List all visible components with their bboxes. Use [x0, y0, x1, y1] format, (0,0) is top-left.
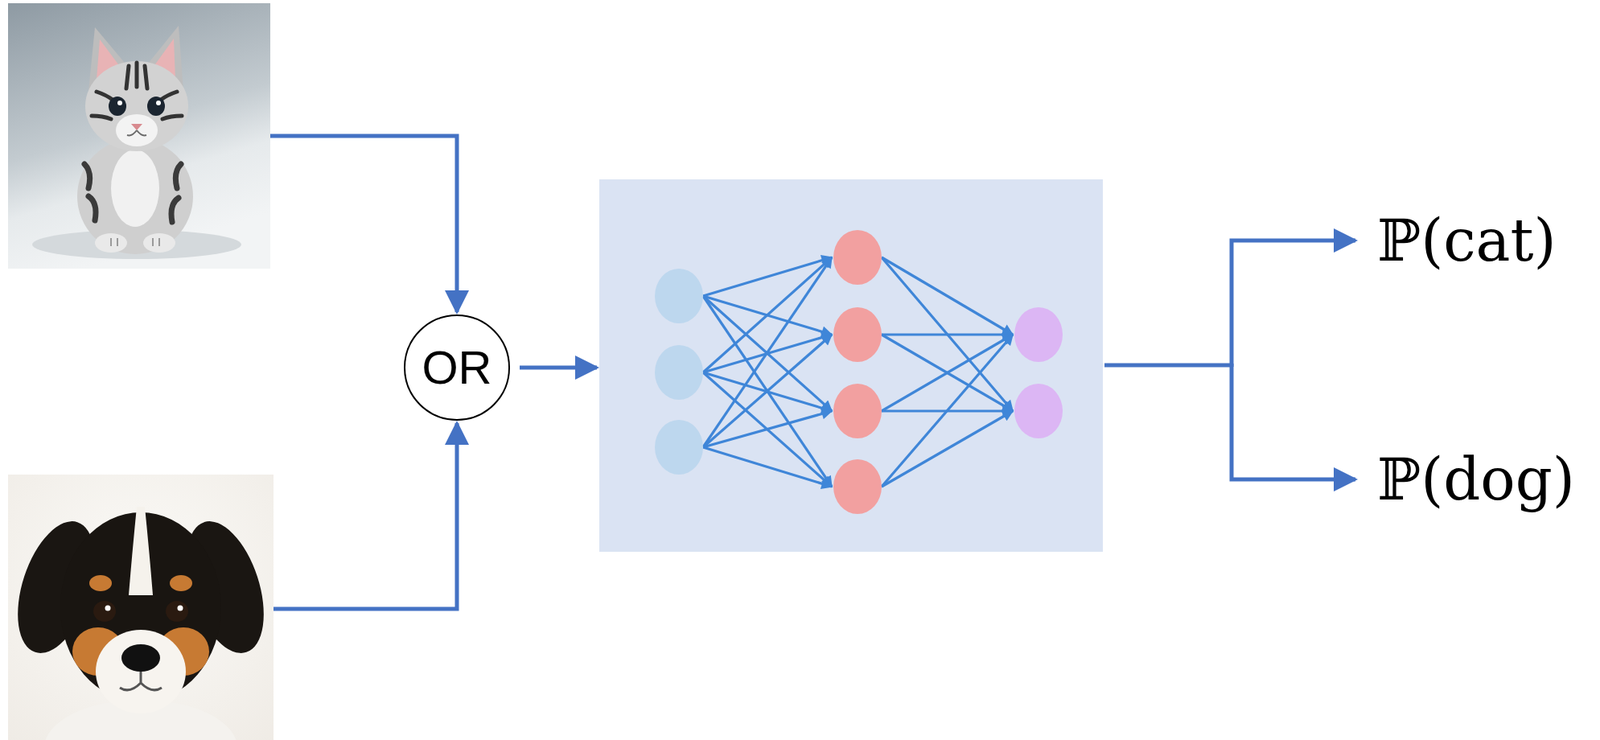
kitten-chest	[111, 149, 160, 227]
weight-line	[703, 447, 832, 487]
puppy-eye	[93, 600, 116, 622]
kitten-stripes	[84, 164, 181, 223]
output-arrow	[1231, 240, 1356, 367]
output-probability: ℙ(dog)	[1377, 446, 1576, 514]
weight-line	[703, 257, 832, 297]
weight-line	[703, 257, 832, 448]
weight-line	[881, 333, 1013, 336]
weight-line	[703, 334, 832, 448]
output-neuron	[1014, 383, 1063, 439]
puppy-photo	[8, 474, 274, 740]
weight-line	[881, 257, 1013, 335]
output-line	[1104, 363, 1232, 368]
weight-line	[881, 411, 1013, 487]
puppy-eyebrow	[169, 575, 193, 592]
kitten-head	[85, 61, 189, 152]
operator-text: OR	[422, 344, 493, 391]
hidden-neurons	[833, 230, 882, 515]
kitten-nose	[131, 123, 143, 131]
photo-background	[8, 3, 271, 269]
kitten-body	[77, 138, 194, 255]
output-neuron	[1014, 307, 1063, 362]
puppy-mouth	[119, 671, 162, 691]
kitten-toes	[111, 238, 160, 247]
input-arrow	[270, 135, 457, 313]
network-panel	[599, 179, 1103, 552]
network-weights	[703, 257, 1013, 487]
kitten-photo	[8, 3, 271, 269]
weight-line	[881, 334, 1013, 412]
puppy-nose	[121, 644, 161, 672]
weight-line	[703, 257, 832, 373]
eye-highlight	[117, 100, 123, 106]
kitten-eye	[108, 96, 127, 116]
weight-line	[881, 334, 1013, 412]
weight-line	[703, 411, 832, 448]
kitten-eye	[147, 96, 165, 116]
kitten-face-stripes	[91, 62, 182, 120]
input-neuron	[654, 345, 704, 400]
input-arrow	[273, 423, 457, 609]
hidden-neuron	[833, 383, 882, 439]
hidden-neuron	[833, 459, 882, 515]
hidden-neuron	[833, 230, 882, 285]
output-probability: ℙ(cat)	[1377, 207, 1557, 275]
input-neuron	[654, 268, 704, 324]
input-arrow	[519, 366, 597, 371]
hidden-neuron	[833, 307, 882, 362]
input-neuron	[654, 419, 704, 475]
kitten-muzzle	[115, 114, 158, 147]
or-circle: OR	[403, 314, 511, 421]
puppy-eyebrow	[89, 575, 112, 592]
puppy-blaze	[128, 506, 153, 596]
eye-highlight	[177, 605, 184, 612]
weight-line	[881, 257, 1013, 412]
output-neurons	[1014, 307, 1063, 439]
weight-line	[881, 334, 1013, 487]
puppy-eye	[165, 600, 189, 622]
eye-highlight	[156, 100, 161, 106]
output-arrow	[1231, 363, 1356, 480]
weight-line	[703, 296, 832, 487]
kitten-mouth	[127, 130, 147, 136]
puppy-muzzle	[95, 629, 186, 714]
eye-highlight	[105, 605, 112, 612]
input-neurons	[654, 268, 704, 475]
